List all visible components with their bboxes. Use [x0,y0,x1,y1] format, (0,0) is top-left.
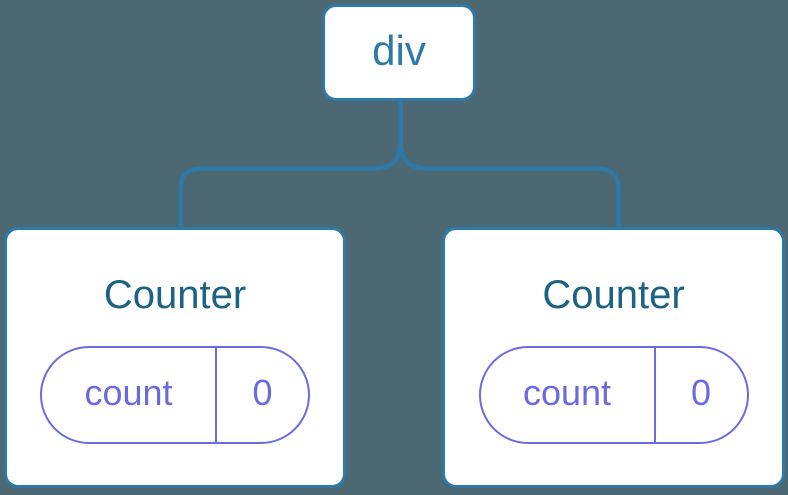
state-value-label: 0 [690,372,712,413]
state-pill: count 0 [40,346,310,444]
counter-node-left: Counter count 0 [4,227,346,488]
root-node-div: div [322,4,476,101]
root-node-label: div [372,26,426,74]
state-pill: count 0 [478,346,749,444]
state-key-label: count [522,372,612,413]
state-key-cell: count [42,348,217,442]
state-value-cell: 0 [217,348,308,442]
counter-title: Counter [103,273,247,317]
state-value-cell: 0 [656,348,747,442]
state-key-label: count [84,372,173,413]
state-value-label: 0 [252,372,273,413]
state-key-cell: count [481,348,656,442]
connector-right-branch [398,99,621,229]
counter-title: Counter [542,273,685,317]
connector-left-branch [178,99,403,229]
counter-node-right: Counter count 0 [442,227,785,488]
